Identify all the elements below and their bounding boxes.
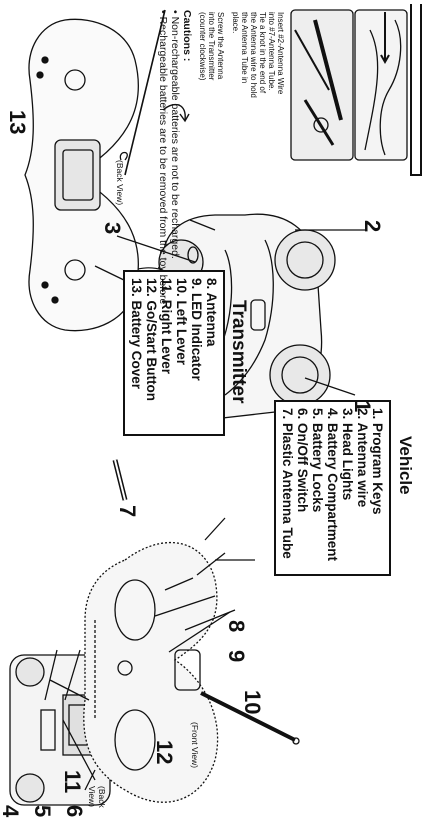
callout-9: 9 <box>223 650 249 662</box>
vehicle-part-item: 3. Head Lights <box>340 408 355 568</box>
instruction-line: Screw the Antenna <box>216 12 225 112</box>
vehicle-parts-legend: 1. Program Keys 2. Antenna wire 3. Head … <box>274 400 391 576</box>
vehicle-part-item: 2. Antenna wire <box>355 408 370 568</box>
callout-12: 12 <box>151 740 177 764</box>
transmitter-title: Transmitter <box>227 300 249 403</box>
instruction-line: the Antenna Tube in <box>240 12 249 162</box>
vehicle-back-view-label: (Back View) <box>87 786 107 826</box>
callout-2: 2 <box>359 220 385 232</box>
vehicle-part-item: 4. Battery Compartment <box>325 408 340 568</box>
instruction-line: place. <box>231 12 240 162</box>
transmitter-back-view-label: (Back View) <box>115 160 125 205</box>
vehicle-part-item: 6. On/Off Switch <box>295 408 310 568</box>
vehicle-title: Vehicle <box>395 436 415 495</box>
frame-corner <box>411 4 421 175</box>
cautions-section: Cautions : • Non-rechargeable batteries … <box>157 10 193 390</box>
antenna-insert-illustration <box>291 10 407 160</box>
instruction-line: (counter clockwise) <box>198 12 207 112</box>
instruction-line: the Antenna wire to hold <box>249 12 258 162</box>
transmitter-part-item: 8. Antenna <box>204 278 219 428</box>
callout-1: 1 <box>349 400 375 412</box>
instruction-line: into the Transmitter <box>207 12 216 112</box>
transmitter-front-view-label: (Front View) <box>190 722 200 768</box>
callout-6: 6 <box>61 805 87 817</box>
vehicle-part-item: 7. Plastic Antenna Tube <box>280 408 295 568</box>
caution-item: • Rechargeable batteries are to be remov… <box>157 10 169 390</box>
vehicle-part-item: 5. Battery Locks <box>310 408 325 568</box>
transmitter-part-item: 13. Battery Cover <box>129 278 144 428</box>
callout-7: 7 <box>114 505 140 517</box>
instruction-line: into #7-Antenna Tube. <box>267 12 276 162</box>
callout-4: 4 <box>0 805 23 817</box>
insert-antenna-instructions: Insert #2-Antenna Wire into #7-Antenna T… <box>231 12 285 162</box>
callout-10: 10 <box>239 690 265 714</box>
caution-item: • Non-rechargeable batteries are not to … <box>169 10 181 390</box>
cautions-title: Cautions : <box>181 10 193 390</box>
callout-8: 8 <box>223 620 249 632</box>
callout-13: 13 <box>4 110 30 134</box>
instruction-line: Tie a knot in the end of <box>258 12 267 162</box>
callout-11: 11 <box>59 770 85 793</box>
vehicle-part-item: 1. Program Keys <box>370 408 385 568</box>
callout-5: 5 <box>29 805 55 817</box>
screw-antenna-instructions: Screw the Antenna into the Transmitter (… <box>198 12 225 112</box>
callout-3: 3 <box>99 222 125 234</box>
instruction-line: Insert #2-Antenna Wire <box>276 12 285 162</box>
